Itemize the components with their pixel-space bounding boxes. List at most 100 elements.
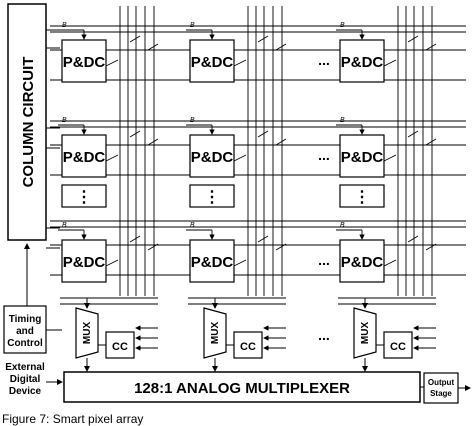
pixel-switch <box>257 130 269 138</box>
cc-label: CC <box>240 341 256 353</box>
analog-multiplexer-box <box>63 371 421 403</box>
pixel-block-continuation <box>189 184 235 208</box>
pixel-block-label: P&DC <box>191 149 234 166</box>
output-stage-box <box>423 372 459 404</box>
column-ellipsis: ... <box>318 327 330 343</box>
mux-block <box>203 307 227 359</box>
pixel-block-label: P&DC <box>341 149 384 166</box>
timing-label-1: Timing <box>9 314 42 325</box>
mux-label: MUX <box>82 322 93 345</box>
timing-control: Timing and Control External Digital Devi… <box>3 243 63 397</box>
pixel-switch <box>129 235 141 243</box>
pixel-switch <box>407 35 419 43</box>
pixel-block <box>189 39 235 83</box>
pixel-block-label: P&DC <box>341 254 384 271</box>
pixel-switch <box>129 130 141 138</box>
cc-label: CC <box>390 341 406 353</box>
column-ellipsis: ... <box>318 252 330 268</box>
bias-label: B <box>190 222 195 229</box>
pixel-switch <box>147 138 159 146</box>
bias-label: B <box>190 22 195 29</box>
column-circuit-links <box>46 29 60 249</box>
pixel-switch <box>275 138 287 146</box>
pixel-switch <box>257 35 269 43</box>
pixel-block-vertical-ellipsis: ⋮ <box>354 189 370 206</box>
pixel-switch <box>275 243 287 251</box>
output-stage: Output Stage <box>423 372 471 404</box>
pixel-switch <box>105 259 119 267</box>
bias-label: B <box>62 22 67 29</box>
bias-label: B <box>340 22 345 29</box>
pixel-switch <box>425 43 437 51</box>
bias-label: B <box>62 117 67 124</box>
mux-block <box>75 307 99 359</box>
mux-input-bus <box>60 297 158 305</box>
pixel-block-continuation <box>339 184 385 208</box>
column-circuit: COLUMN CIRCUIT <box>7 3 47 241</box>
pixel-switch <box>147 243 159 251</box>
pixel-switch <box>257 235 269 243</box>
external-label-2: Digital <box>10 374 41 385</box>
bias-label: B <box>62 222 67 229</box>
pixel-switch <box>147 43 159 51</box>
cc-label: CC <box>112 341 128 353</box>
pixel-switch <box>425 138 437 146</box>
mux-input-bus <box>188 297 286 305</box>
pixel-switch <box>105 59 119 67</box>
vertical-bus-lines <box>119 6 433 296</box>
output-stage-label-2: Stage <box>430 389 452 398</box>
column-circuit-box <box>7 3 47 241</box>
pixel-switch <box>407 130 419 138</box>
column-circuit-label: COLUMN CIRCUIT <box>20 57 37 188</box>
pixel-block-label: P&DC <box>341 54 384 71</box>
pixel-block <box>339 39 385 83</box>
pixel-block-vertical-ellipsis: ⋮ <box>204 189 220 206</box>
pixel-switch <box>407 235 419 243</box>
pixel-block-label: P&DC <box>63 54 106 71</box>
pixel-switch <box>425 243 437 251</box>
bias-label: B <box>340 117 345 124</box>
mux-label: MUX <box>210 322 221 345</box>
pixel-block-label: P&DC <box>191 54 234 71</box>
pixel-block-label: P&DC <box>63 254 106 271</box>
pixel-block <box>61 239 107 283</box>
mux-stage: MUX CC MUX CC MUX CC <box>60 297 436 372</box>
pixel-block <box>189 134 235 178</box>
pixel-switch <box>233 259 247 267</box>
pixel-block-label: P&DC <box>63 149 106 166</box>
pixel-switch <box>233 59 247 67</box>
mux-label: MUX <box>360 322 371 345</box>
pixel-block <box>339 239 385 283</box>
mux-input-bus <box>338 297 436 305</box>
pixel-block-continuation <box>61 184 107 208</box>
bias-label: B <box>340 222 345 229</box>
row-lines <box>50 25 466 276</box>
pixel-switch <box>129 35 141 43</box>
pixel-block <box>61 39 107 83</box>
timing-label-3: Control <box>7 338 43 349</box>
analog-multiplexer: 128:1 ANALOG MULTIPLEXER <box>63 371 424 403</box>
pixel-switch <box>233 154 247 162</box>
cc-block <box>233 331 263 359</box>
figure-caption: Figure 7: Smart pixel array <box>2 412 143 426</box>
pixel-switch <box>383 154 397 162</box>
column-ellipsis: ... <box>318 52 330 68</box>
bias-label: B <box>190 117 195 124</box>
column-ellipsis: ... <box>318 147 330 163</box>
pixel-switch <box>383 259 397 267</box>
pixel-block <box>339 134 385 178</box>
timing-label-2: and <box>16 326 34 337</box>
pixel-switch <box>383 59 397 67</box>
pixel-switch <box>105 154 119 162</box>
pixel-array: P&DC B P&DC B ⋮ P&DC B P&DC B P&DC B ⋮ P&DC B P&DC B P&D… <box>58 22 437 283</box>
cc-block <box>383 331 413 359</box>
pixel-block-label: P&DC <box>191 254 234 271</box>
pixel-block <box>189 239 235 283</box>
timing-control-box <box>3 305 47 354</box>
mux-block <box>353 307 377 359</box>
pixel-block-vertical-ellipsis: ⋮ <box>76 189 92 206</box>
output-stage-label-1: Output <box>428 378 455 387</box>
pixel-block <box>61 134 107 178</box>
pixel-switch <box>275 43 287 51</box>
